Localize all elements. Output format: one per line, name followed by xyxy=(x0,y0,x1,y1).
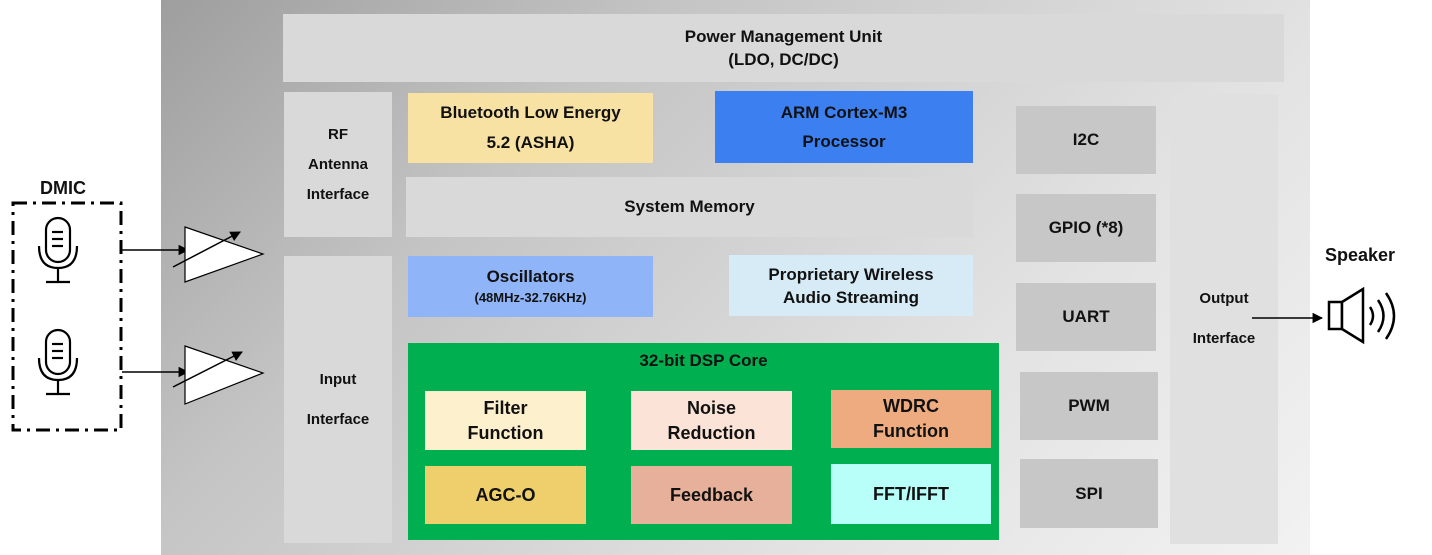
fft-ifft-block: FFT/IFFT xyxy=(831,464,991,524)
wdrc-line-2: Function xyxy=(873,421,949,441)
arm-line-1: ARM Cortex-M3 xyxy=(780,103,908,122)
dmic-label: DMIC xyxy=(40,178,86,198)
osc-line-1: Oscillators xyxy=(486,267,575,286)
pmu-title: Power Management Unit xyxy=(684,27,883,46)
rf-antenna-interface: RF Antenna Interface xyxy=(284,92,392,237)
wdrc-function-block: WDRC Function xyxy=(831,390,991,448)
pwm-label: PWM xyxy=(1068,396,1110,415)
agc-line-1: AGC-O xyxy=(475,484,536,505)
system-memory-block: System Memory xyxy=(406,177,973,237)
filter-function-block: Filter Function xyxy=(425,391,586,450)
input-line-2: Interface xyxy=(306,410,370,428)
system-memory-label: System Memory xyxy=(624,197,755,216)
input-line-1: Input xyxy=(319,370,357,388)
arm-line-2: Processor xyxy=(802,132,886,151)
osc-line-2: (48MHz-32.76KHz) xyxy=(474,290,587,305)
wdrc-line-1: WDRC xyxy=(883,396,939,416)
oscillators-block: Oscillators (48MHz-32.76KHz) xyxy=(408,256,653,317)
output-line-2: Interface xyxy=(1192,330,1256,347)
variable-gain-amplifier-icon xyxy=(172,345,265,405)
ble-line-1: Bluetooth Low Energy xyxy=(440,103,621,122)
agc-o-block: AGC-O xyxy=(425,466,586,524)
gpio-label: GPIO (*8) xyxy=(1048,218,1124,237)
spi-label: SPI xyxy=(1075,483,1103,503)
uart-block: UART xyxy=(1016,283,1156,351)
fft-line-1: FFT/IFFT xyxy=(873,483,949,504)
ble-line-2: 5.2 (ASHA) xyxy=(486,133,575,152)
power-management-unit: Power Management Unit (LDO, DC/DC) xyxy=(283,14,1284,82)
filter-line-1: Filter xyxy=(483,397,528,418)
noise-line-1: Noise xyxy=(686,397,737,418)
feedback-block: Feedback xyxy=(631,466,792,524)
noise-line-2: Reduction xyxy=(667,422,756,443)
uart-label: UART xyxy=(1062,307,1110,326)
output-interface: Output Interface xyxy=(1170,94,1278,544)
rf-line-3: Interface xyxy=(306,185,370,203)
input-interface: Input Interface xyxy=(284,256,392,543)
feedback-line-1: Feedback xyxy=(669,484,754,505)
microphone-icon xyxy=(37,216,79,284)
dsp-core-block: 32-bit DSP Core Filter Function Noise Re… xyxy=(408,343,999,540)
microphone-icon xyxy=(37,328,79,396)
pmu-subtitle: (LDO, DC/DC) xyxy=(728,50,839,69)
noise-reduction-block: Noise Reduction xyxy=(631,391,792,450)
dsp-core-title: 32-bit DSP Core xyxy=(639,351,768,370)
variable-gain-amplifier-icon xyxy=(172,226,265,283)
filter-line-2: Function xyxy=(467,422,544,443)
pwm-block: PWM xyxy=(1020,372,1158,440)
speaker-label: Speaker xyxy=(1325,245,1396,265)
speaker-icon xyxy=(1327,286,1396,345)
output-line-1: Output xyxy=(1199,290,1249,307)
dmic-enclosure xyxy=(11,201,123,432)
rf-line-1: RF xyxy=(328,125,348,143)
spi-block: SPI xyxy=(1020,459,1158,528)
i2c-block: I2C xyxy=(1016,106,1156,174)
i2c-label: I2C xyxy=(1072,130,1100,149)
gpio-block: GPIO (*8) xyxy=(1016,194,1156,262)
bluetooth-low-energy-block: Bluetooth Low Energy 5.2 (ASHA) xyxy=(408,93,653,163)
rf-line-2: Antenna xyxy=(308,155,368,173)
arm-processor-block: ARM Cortex-M3 Processor xyxy=(715,91,973,163)
proprietary-wireless-block: Proprietary Wireless Audio Streaming xyxy=(729,255,973,316)
wireless-line-1: Proprietary Wireless xyxy=(768,264,934,284)
wireless-line-2: Audio Streaming xyxy=(782,287,919,307)
